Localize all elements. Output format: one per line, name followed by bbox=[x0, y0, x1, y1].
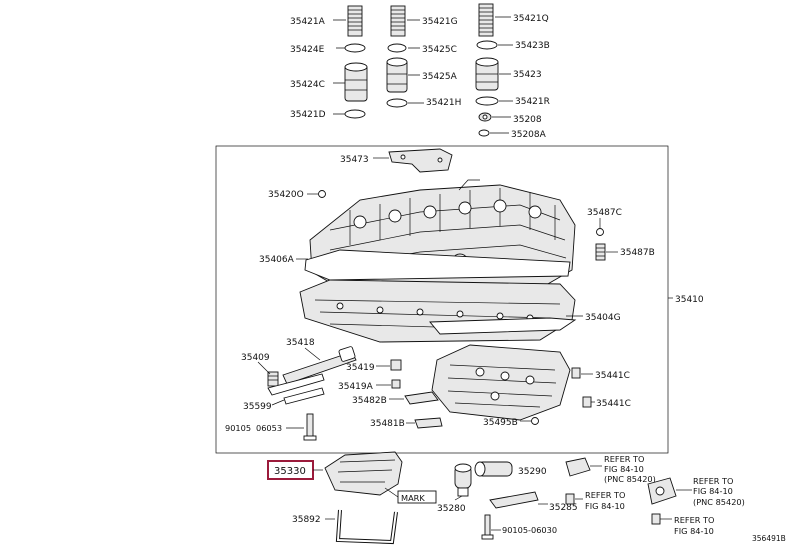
part-label-35425C[interactable]: 35425C bbox=[422, 45, 457, 55]
pin-35419A bbox=[391, 379, 401, 389]
refer-4-line2[interactable]: FIG 84-10 bbox=[674, 526, 714, 536]
connector-ref-4 bbox=[651, 513, 661, 525]
spring-35421Q bbox=[478, 3, 494, 37]
part-label-35421G[interactable]: 35421G bbox=[422, 17, 458, 27]
spring-35421A bbox=[347, 5, 363, 37]
part-label-35421A[interactable]: 35421A bbox=[290, 17, 326, 27]
solenoid-35441C-lower bbox=[582, 396, 592, 408]
part-label-35441C-upper[interactable]: 35441C bbox=[595, 371, 630, 381]
separator-plate-35406A bbox=[304, 249, 571, 281]
oil-strainer-35330 bbox=[324, 451, 403, 496]
solenoid-35280 bbox=[454, 463, 472, 497]
part-label-35330[interactable]: 35330 bbox=[274, 466, 306, 477]
part-label-35418[interactable]: 35418 bbox=[286, 338, 315, 348]
oring-35421D bbox=[344, 109, 366, 119]
refer-1-line2[interactable]: FIG 84-10 bbox=[604, 464, 644, 474]
part-label-90105-a-suffix[interactable]: 06053 bbox=[256, 423, 282, 433]
part-label-35495B[interactable]: 35495B bbox=[483, 418, 518, 428]
plug-35423 bbox=[475, 57, 499, 91]
part-label-35420O[interactable]: 35420O bbox=[268, 190, 304, 200]
check-ball-icon bbox=[318, 190, 326, 198]
check-ball-35487C bbox=[596, 228, 604, 236]
connector-ref-3 bbox=[647, 477, 677, 505]
part-label-90105-a[interactable]: 90105 bbox=[225, 423, 251, 433]
bracket-35285 bbox=[489, 491, 539, 509]
part-label-35421R[interactable]: 35421R bbox=[515, 97, 550, 107]
part-label-35473[interactable]: 35473 bbox=[340, 155, 369, 165]
spring-35421G bbox=[390, 5, 406, 37]
part-label-35425A[interactable]: 35425A bbox=[422, 72, 458, 82]
plug-35425A bbox=[386, 57, 408, 93]
spring-35487B bbox=[595, 243, 606, 261]
part-label-35404G[interactable]: 35404G bbox=[585, 313, 621, 323]
part-label-35280[interactable]: 35280 bbox=[437, 504, 466, 514]
valve-body-assembly-frame bbox=[215, 145, 669, 454]
part-label-35419A[interactable]: 35419A bbox=[338, 382, 374, 392]
part-label-35599[interactable]: 35599 bbox=[243, 402, 272, 412]
refer-2-line1[interactable]: REFER TO bbox=[585, 490, 625, 500]
refer-1-line1[interactable]: REFER TO bbox=[604, 454, 644, 464]
part-label-35424C[interactable]: 35424C bbox=[290, 80, 325, 90]
part-label-35487B[interactable]: 35487B bbox=[620, 248, 655, 258]
solenoid-35441C-upper bbox=[571, 367, 581, 379]
refer-3-line3[interactable]: (PNC 85420) bbox=[693, 497, 745, 507]
part-label-35208[interactable]: 35208 bbox=[513, 115, 542, 125]
oring-35423B bbox=[476, 40, 498, 50]
part-label-35290[interactable]: 35290 bbox=[518, 467, 547, 477]
refer-2-line2[interactable]: FIG 84-10 bbox=[585, 501, 625, 511]
retainer-35599-a bbox=[267, 373, 325, 396]
valve-35418 bbox=[282, 346, 357, 385]
connector-ref-2 bbox=[565, 493, 575, 505]
part-label-35421Q[interactable]: 35421Q bbox=[513, 14, 549, 24]
part-label-35208A[interactable]: 35208A bbox=[511, 130, 547, 140]
lower-valve-body bbox=[299, 279, 576, 343]
refer-3-line1[interactable]: REFER TO bbox=[693, 476, 733, 486]
oring-35421H bbox=[386, 98, 408, 108]
part-label-35482B[interactable]: 35482B bbox=[352, 396, 387, 406]
part-label-35285[interactable]: 35285 bbox=[549, 503, 578, 513]
plug-35419 bbox=[390, 359, 402, 371]
spring-35409 bbox=[267, 371, 279, 387]
part-label-35406A[interactable]: 35406A bbox=[259, 255, 295, 265]
oring-35424E bbox=[344, 43, 366, 53]
retainer-35599-b bbox=[283, 387, 325, 405]
refer-3-line2[interactable]: FIG 84-10 bbox=[693, 486, 733, 496]
gasket-35404G bbox=[429, 317, 577, 335]
oring-35421R bbox=[475, 96, 499, 106]
refer-1-line3[interactable]: (PNC 85420) bbox=[604, 474, 656, 484]
retainer-35481B bbox=[414, 417, 443, 429]
retainer-35482B bbox=[404, 391, 439, 405]
part-label-35892[interactable]: 35892 bbox=[292, 515, 321, 525]
plug-35424C bbox=[344, 62, 368, 102]
part-label-90105-b[interactable]: 90105-06030 bbox=[502, 525, 557, 535]
diagram-id: 356491B bbox=[752, 534, 786, 543]
oil-tube-35892 bbox=[336, 509, 397, 544]
part-label-35423B[interactable]: 35423B bbox=[515, 41, 550, 51]
part-label-35421H[interactable]: 35421H bbox=[426, 98, 461, 108]
refer-4-line1[interactable]: REFER TO bbox=[674, 515, 714, 525]
part-label-35481B[interactable]: 35481B bbox=[370, 419, 405, 429]
part-label-35419[interactable]: 35419 bbox=[346, 363, 375, 373]
part-label-35421D[interactable]: 35421D bbox=[290, 110, 326, 120]
part-label-35487C[interactable]: 35487C bbox=[587, 208, 622, 218]
bolt-90105-06053 bbox=[303, 413, 317, 441]
bolt-90105-06030 bbox=[481, 514, 494, 540]
solenoid-35290 bbox=[474, 461, 513, 477]
ball-35495B bbox=[531, 417, 539, 425]
connector-ref-1 bbox=[565, 457, 591, 477]
mark-label[interactable]: MARK bbox=[401, 493, 425, 503]
secondary-valve-body bbox=[431, 344, 571, 421]
part-label-35409[interactable]: 35409 bbox=[241, 353, 270, 363]
seal-35208A bbox=[478, 129, 490, 137]
ball-35208 bbox=[478, 112, 492, 122]
part-label-35410[interactable]: 35410 bbox=[675, 295, 704, 305]
part-label-35441C-lower[interactable]: 35441C bbox=[596, 399, 631, 409]
part-label-35423[interactable]: 35423 bbox=[513, 70, 542, 80]
oring-35425C bbox=[387, 43, 407, 53]
part-label-35424E[interactable]: 35424E bbox=[290, 45, 325, 55]
plate-35473 bbox=[388, 148, 453, 173]
